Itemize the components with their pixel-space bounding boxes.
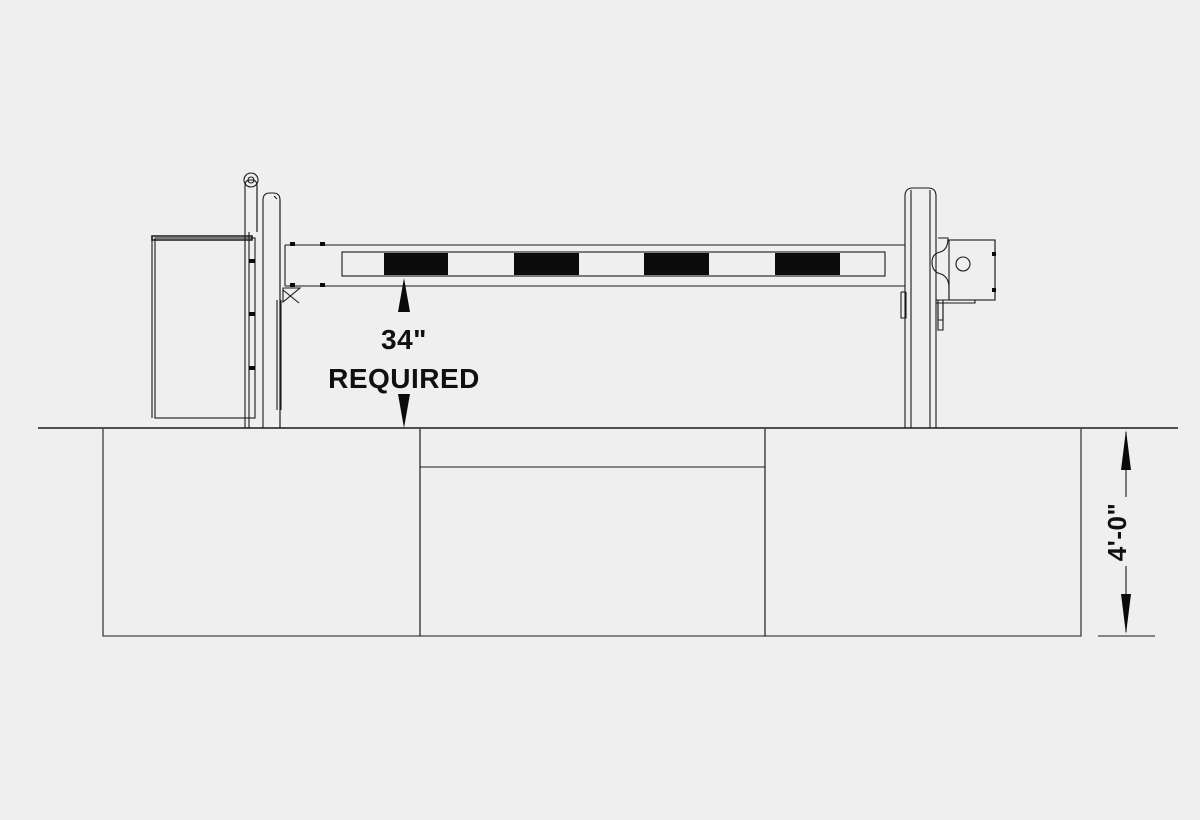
arm-receiver-bracket: [931, 237, 996, 331]
right-support-post: [900, 187, 944, 428]
left-support-post: [243, 172, 282, 428]
depth-arrow-down: [1121, 594, 1131, 634]
vertical-clearance-callout: 34" REQUIRED: [328, 278, 480, 428]
arm-stripe-1: [384, 253, 448, 275]
clearance-arrow-down: [398, 394, 410, 428]
clearance-note-text: REQUIRED: [328, 363, 480, 394]
bracket-pin-hole: [955, 256, 971, 272]
arm-stripe-2: [514, 253, 579, 275]
right-foundation-block: [764, 429, 1082, 637]
cabinet-hinge-lower: [249, 366, 255, 370]
clearance-arrow-up: [398, 278, 410, 312]
arm-stripe-3: [644, 253, 709, 275]
depth-arrow-up: [1121, 430, 1131, 470]
depth-value-text: 4'-0": [1102, 503, 1132, 562]
arm-pivot-connection: [282, 242, 905, 304]
foundation-depth-dimension: 4'-0": [1098, 427, 1155, 637]
arm-stripe-4: [775, 253, 840, 275]
cabinet-hinge-upper: [249, 259, 255, 263]
control-cabinet: [151, 235, 256, 419]
clearance-value-text: 34": [381, 324, 427, 355]
cabinet-hinge-middle: [249, 312, 255, 316]
striped-barrier-arm: [341, 251, 886, 277]
